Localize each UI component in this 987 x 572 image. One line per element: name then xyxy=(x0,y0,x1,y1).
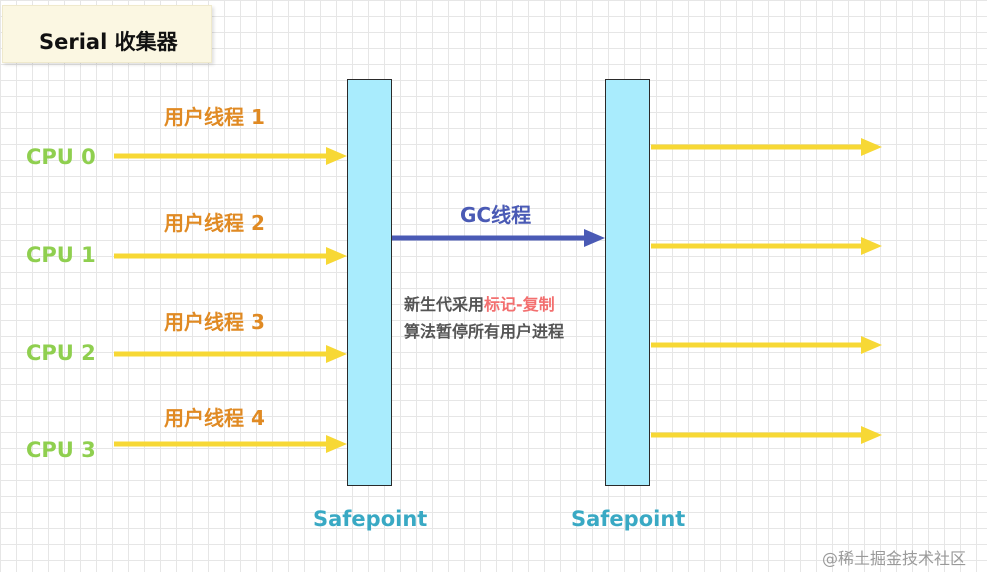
user-thread-label-1: 用户线程 1 xyxy=(164,105,265,129)
title-box: Serial 收集器 xyxy=(2,5,212,63)
gc-thread-label: GC线程 xyxy=(460,203,532,227)
resumed-thread-arrow-1 xyxy=(651,237,882,255)
user-thread-label-3: 用户线程 3 xyxy=(164,310,265,334)
description-line-1: 新生代采用标记-复制 xyxy=(404,291,564,318)
resumed-thread-arrow-0 xyxy=(651,138,882,156)
cpu-label-1: CPU 1 xyxy=(26,243,96,267)
description-highlight: 标记-复制 xyxy=(484,295,555,314)
safepoint-label-1: Safepoint xyxy=(313,507,428,531)
description-prefix: 新生代采用 xyxy=(404,295,485,314)
cpu-label-2: CPU 2 xyxy=(26,341,96,365)
user-thread-label-2: 用户线程 2 xyxy=(164,211,265,235)
resumed-thread-arrow-2 xyxy=(651,336,882,354)
resumed-thread-arrow-3 xyxy=(651,426,882,444)
gc-description: 新生代采用标记-复制 算法暂停所有用户进程 xyxy=(404,291,564,345)
user-thread-arrow-3 xyxy=(114,435,347,453)
user-thread-arrow-0 xyxy=(114,147,347,165)
user-thread-arrow-2 xyxy=(114,345,347,363)
diagram-title: Serial 收集器 xyxy=(39,30,178,54)
gc-thread-arrow xyxy=(392,229,605,247)
watermark: @稀土掘金技术社区 xyxy=(822,549,967,568)
user-thread-label-4: 用户线程 4 xyxy=(164,406,265,430)
description-line-2: 算法暂停所有用户进程 xyxy=(404,322,565,341)
safepoint-label-2: Safepoint xyxy=(571,507,686,531)
cpu-label-3: CPU 3 xyxy=(26,438,96,462)
safepoint-bar-2 xyxy=(605,79,650,486)
cpu-label-0: CPU 0 xyxy=(26,145,96,169)
user-thread-arrow-1 xyxy=(114,247,347,265)
safepoint-bar-1 xyxy=(347,79,392,486)
